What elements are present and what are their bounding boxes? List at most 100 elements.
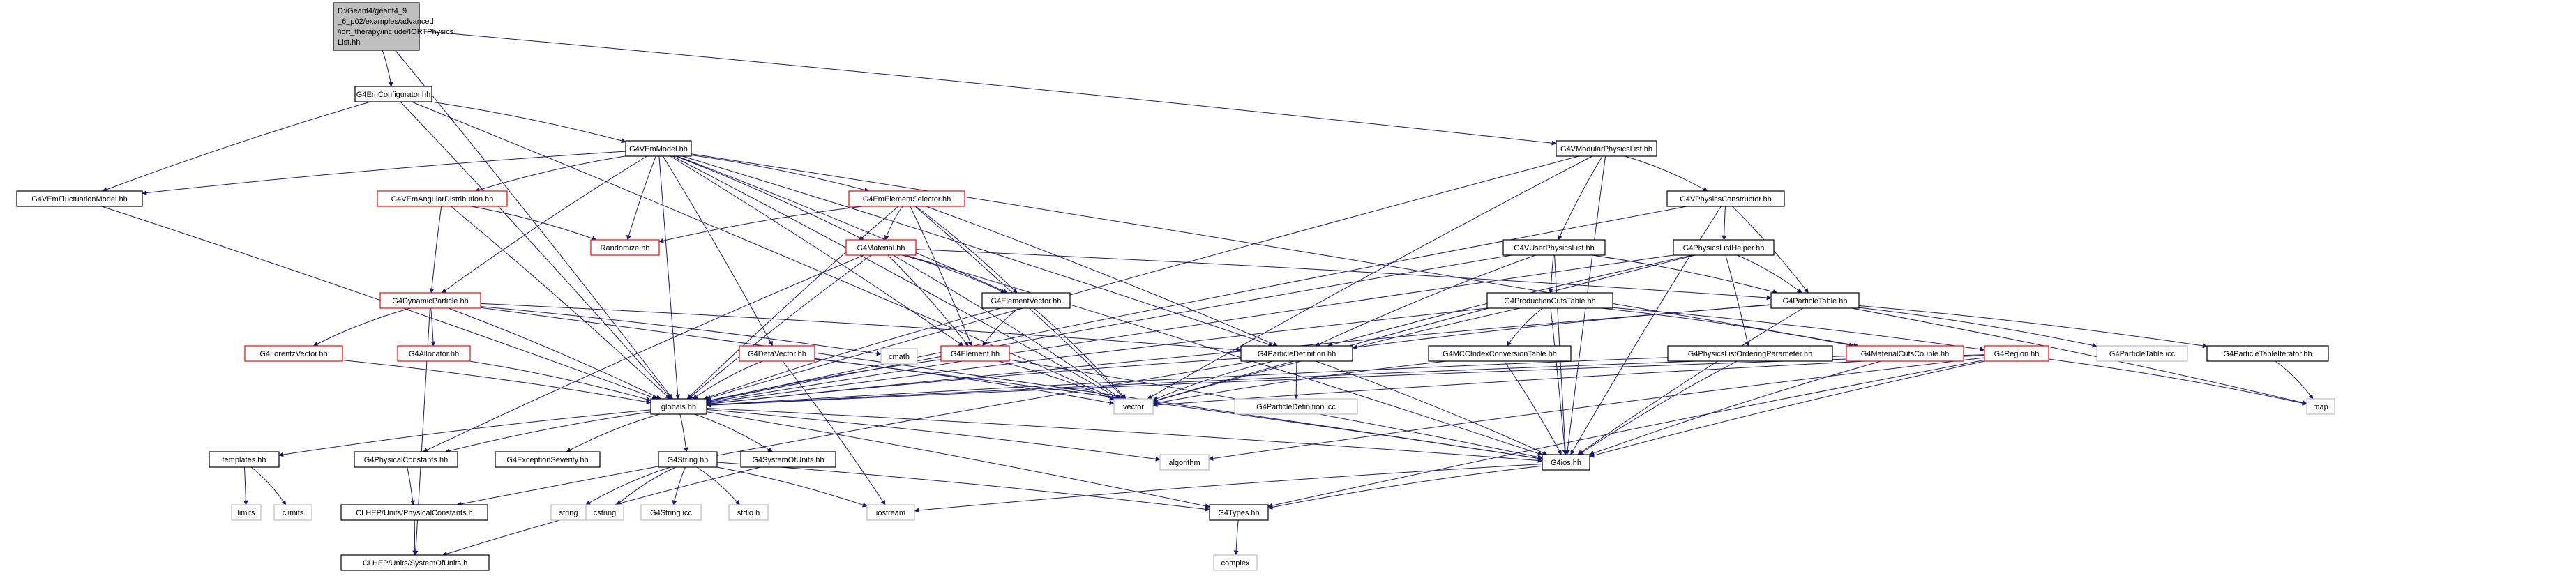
edge-physconsts-to-clhepconst [407, 466, 416, 505]
root-node[interactable]: D:/Geant4/geant4_9_6_p02/examples/advanc… [333, 2, 454, 51]
node-box [1666, 190, 1785, 207]
node-g4types[interactable]: G4Types.hh [1209, 504, 1269, 521]
node-region[interactable]: G4Region.hh [1984, 345, 2049, 362]
node-matcuts[interactable]: G4MaterialCutsCouple.hh [1846, 345, 1964, 362]
node-physconsts[interactable]: G4PhysicalConstants.hh [354, 451, 458, 468]
node-label: G4VUserPhysicsList.hh [1514, 244, 1595, 252]
node-material[interactable]: G4Material.hh [845, 239, 917, 256]
node-iostream[interactable]: iostream [866, 504, 915, 521]
edge-root-to-globals [395, 50, 673, 400]
node-emelemsel[interactable]: G4EmElementSelector.hh [848, 190, 965, 207]
node-lorentz[interactable]: G4LorentzVector.hh [244, 345, 343, 362]
node-allocator[interactable]: G4Allocator.hh [397, 345, 471, 362]
node-box [585, 504, 624, 521]
node-limits[interactable]: limits [231, 504, 262, 521]
node-label: G4DataVector.hh [748, 350, 806, 358]
edge-particledef-to-globals [706, 358, 1242, 406]
edge-emelemsel-to-randomize [658, 206, 863, 243]
node-clhepunits[interactable]: CLHEP/Units/SystemOfUnits.h [340, 554, 490, 571]
node-cstring[interactable]: cstring [585, 504, 624, 521]
node-sysunits[interactable]: G4SystemOfUnits.hh [740, 451, 836, 468]
node-complex[interactable]: complex [1213, 554, 1258, 571]
node-label: Randomize.hh [601, 244, 650, 252]
node-vphysconst[interactable]: G4VPhysicsConstructor.hh [1666, 190, 1785, 207]
node-label: G4Types.hh [1218, 509, 1259, 517]
node-box [2306, 398, 2335, 415]
node-excsev[interactable]: G4ExceptionSeverity.hh [495, 451, 601, 468]
node-particledef[interactable]: G4ParticleDefinition.hh [1240, 345, 1353, 362]
node-box [625, 140, 692, 157]
node-box [397, 345, 471, 362]
edge-g4string-to-stdio [696, 466, 740, 505]
node-box [1770, 292, 1860, 309]
node-particledeficc[interactable]: G4ParticleDefinition.icc [1234, 398, 1358, 415]
node-vemangular[interactable]: G4VEmAngularDistribution.hh [377, 190, 508, 207]
node-vmodular[interactable]: G4VModularPhysicsList.hh [1556, 140, 1657, 157]
edge-emconfig-to-globals [400, 101, 672, 400]
node-prodcuts[interactable]: G4ProductionCutsTable.hh [1486, 292, 1613, 309]
node-emconfig[interactable]: G4EmConfigurator.hh [354, 86, 432, 102]
edge-vemmodel-to-dynparticle [441, 155, 647, 294]
edge-particletable-to-ptableicc [1858, 307, 2097, 348]
node-ptableicc[interactable]: G4ParticleTable.icc [2096, 345, 2188, 362]
edge-material-to-element [887, 254, 969, 347]
node-box [340, 554, 490, 571]
node-box [495, 451, 601, 468]
edge-physlistorder-to-g4ios [1579, 360, 1738, 455]
node-label: G4SystemOfUnits.hh [752, 456, 824, 464]
node-label: G4VModularPhysicsList.hh [1560, 145, 1652, 153]
node-g4stringicc[interactable]: G4String.icc [640, 504, 702, 521]
node-element[interactable]: G4Element.hh [940, 345, 1010, 362]
edge-dynparticle-to-clhepunits [413, 307, 430, 556]
edge-region-to-vector [1152, 355, 1985, 408]
node-cmath[interactable]: cmath [880, 348, 918, 365]
node-vemmodel[interactable]: G4VEmModel.hh [625, 140, 692, 157]
node-g4ios[interactable]: G4ios.hh [1542, 454, 1590, 471]
node-datavector[interactable]: G4DataVector.hh [739, 345, 815, 362]
node-string[interactable]: string [550, 504, 587, 521]
node-ptableiter[interactable]: G4ParticleTableIterator.hh [2206, 345, 2329, 362]
edge-matcuts-to-globals [706, 356, 1847, 408]
node-templates[interactable]: templates.hh [209, 451, 280, 468]
node-box [650, 398, 707, 415]
node-randomize[interactable]: Randomize.hh [590, 239, 660, 256]
edge-prodcuts-to-globals [706, 307, 1488, 405]
node-vemfluct[interactable]: G4VEmFluctuationModel.hh [16, 190, 143, 207]
edge-clhepconst-to-clhepunits [412, 519, 418, 556]
node-climits[interactable]: climits [273, 504, 312, 521]
node-particletable[interactable]: G4ParticleTable.hh [1770, 292, 1860, 309]
edge-g4string-to-cstring [616, 466, 677, 505]
node-vuserphys[interactable]: G4VUserPhysicsList.hh [1502, 239, 1606, 256]
node-mccindex[interactable]: G4MCCIndexConversionTable.hh [1428, 345, 1572, 362]
node-g4string[interactable]: G4String.hh [658, 451, 718, 468]
node-label: G4ExceptionSeverity.hh [506, 456, 588, 464]
edge-vemmodel-to-randomize [626, 155, 656, 241]
node-elemvector[interactable]: G4ElementVector.hh [981, 292, 1071, 309]
node-label: vector [1123, 403, 1144, 411]
node-box [940, 345, 1010, 362]
node-physlisthelper[interactable]: G4PhysicsListHelper.hh [1673, 239, 1775, 256]
node-stdio[interactable]: stdio.h [728, 504, 769, 521]
node-dynparticle[interactable]: G4DynamicParticle.hh [379, 292, 481, 309]
node-label: globals.hh [661, 403, 696, 411]
root-label-line: List.hh [338, 38, 360, 47]
edge-material-to-elemvector [901, 254, 1006, 294]
node-box [1846, 345, 1964, 362]
edge-vemmodel-to-datavector [662, 155, 774, 347]
node-algorithm[interactable]: algorithm [1159, 454, 1210, 471]
node-vector[interactable]: vector [1113, 398, 1154, 415]
node-box [740, 451, 836, 468]
edge-emelemsel-to-material [884, 206, 903, 241]
node-label: G4String.icc [650, 509, 692, 517]
edge-particletable-to-ptableiter [1858, 305, 2208, 349]
node-physlistorder[interactable]: G4PhysicsListOrderingParameter.hh [1667, 345, 1833, 362]
node-box [739, 345, 815, 362]
edge-globals-to-g4ios [706, 408, 1543, 463]
node-clhepconst[interactable]: CLHEP/Units/PhysicalConstants.h [340, 504, 488, 521]
edge-emconfig-to-vemfluct [102, 101, 371, 192]
edge-vemangular-to-globals [451, 206, 671, 400]
edge-physlisthelper-to-physlistorder [1725, 254, 1750, 347]
node-map[interactable]: map [2306, 398, 2335, 415]
edge-ptableiter-to-map [2275, 360, 2314, 400]
node-globals[interactable]: globals.hh [650, 398, 707, 415]
